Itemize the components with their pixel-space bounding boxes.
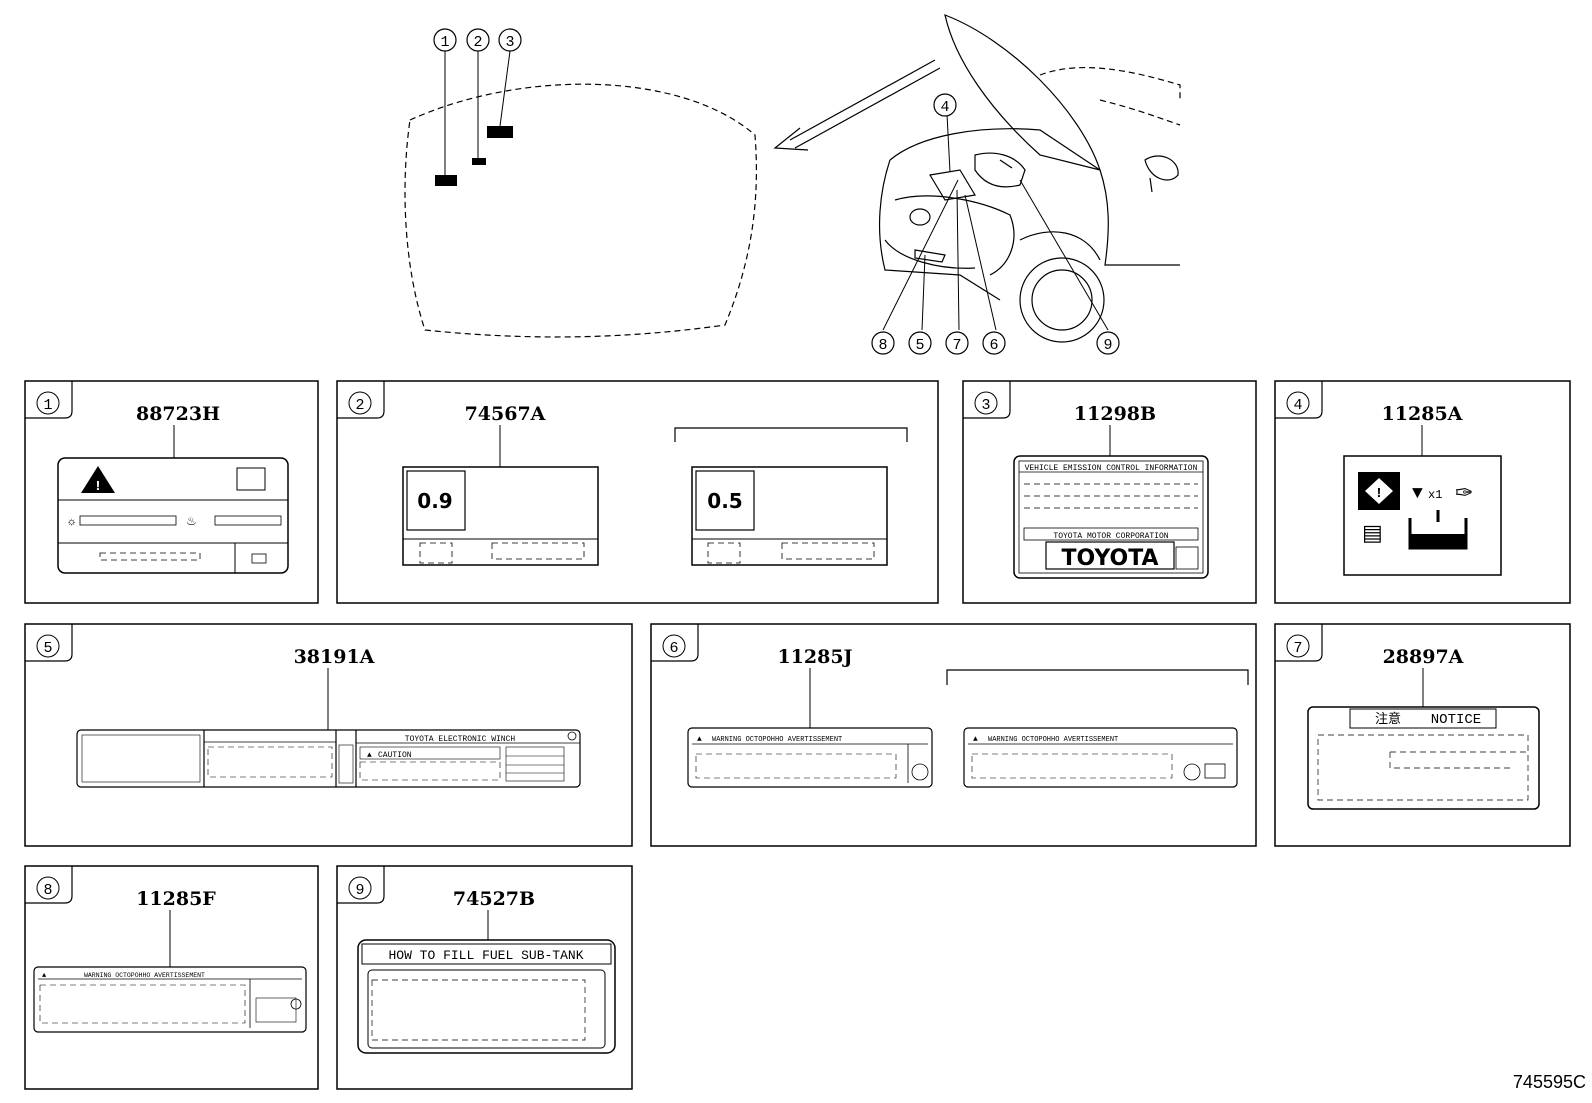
emission-header: VEHICLE EMISSION CONTROL INFORMATION: [1025, 464, 1198, 473]
hood-callout-3: 3: [498, 28, 522, 52]
maker-name: TOYOTA MOTOR CORPORATION: [1053, 532, 1168, 541]
vehicle-callout-6: 6: [982, 331, 1006, 355]
panel-7-number: 7: [1293, 640, 1302, 657]
panel-5-number: 5: [43, 640, 52, 657]
notice-title: NOTICE: [1431, 712, 1481, 728]
vehicle-callout-5: 5: [908, 331, 932, 355]
label-38191a: [76, 729, 581, 788]
panel-4-part-number: 11285A: [1382, 403, 1463, 425]
label-74567a-a: [402, 466, 599, 566]
panel-7: 7 28897A 注意 NOTICE: [1274, 623, 1571, 847]
vehicle-callout-8: 8: [871, 331, 895, 355]
panel-9-part-number: 74527B: [453, 888, 535, 910]
svg-text:3: 3: [505, 34, 514, 51]
coolant-multiplier: x1: [1428, 488, 1442, 502]
variant-bracket: [946, 669, 1249, 685]
label-11285j-b: [963, 727, 1238, 788]
label-74527b: [357, 939, 616, 1054]
svg-text:5: 5: [915, 337, 924, 354]
panel-8-number: 8: [43, 882, 52, 899]
engine-oil-icon: ♨: [186, 515, 197, 529]
vehicle-callout-9: 9: [1096, 331, 1120, 355]
panel-5-part-number: 38191A: [294, 646, 375, 668]
label-11285f: [33, 966, 307, 1033]
svg-text:1: 1: [440, 34, 449, 51]
panel-3: 3 11298B VEHICLE EMISSION CONTROL INFORM…: [962, 380, 1257, 604]
direction-arrow: [773, 59, 941, 151]
manual-icon: ▤: [1362, 522, 1383, 547]
svg-text:7: 7: [952, 337, 961, 354]
svg-text:6: 6: [989, 337, 998, 354]
panel-3-number: 3: [981, 397, 990, 414]
panel-3-part-number: 11298B: [1074, 403, 1156, 425]
warning-triangle-icon: ▲: [697, 735, 702, 744]
label-11285a: ! ▼ x1 ✑ ▤: [1343, 455, 1502, 576]
panel-4-number: 4: [1293, 397, 1302, 414]
label-28897a: [1307, 706, 1540, 810]
vehicle-illustration: [878, 14, 1181, 343]
panel-2-number: 2: [355, 397, 364, 414]
svg-text:2: 2: [473, 34, 482, 51]
svg-text:4: 4: [940, 99, 949, 116]
panel-7-part-number: 28897A: [1383, 646, 1464, 668]
panel-8: 8 11285F ▲ WARNING OCTOPOHHO AVERTISSEME…: [24, 865, 319, 1090]
panel-9-number: 9: [355, 882, 364, 899]
coolant-icon: ▼: [1412, 484, 1423, 504]
panel-1-number: 1: [43, 397, 52, 414]
hood-illustration: [404, 83, 757, 338]
panel-8-part-number: 11285F: [136, 888, 216, 910]
panel-6-part-number: 11285J: [777, 646, 852, 668]
panel-4: 4 11285A ! ▼ x1 ✑ ▤: [1274, 380, 1571, 604]
panel-6-number: 6: [669, 640, 678, 657]
vehicle-callout-7: 7: [945, 331, 969, 355]
svg-text:9: 9: [1103, 337, 1112, 354]
label-11285j-a: [687, 727, 933, 788]
warning-triangle-icon: [81, 466, 115, 493]
svg-text:!: !: [1375, 486, 1383, 502]
label-74567a-b: [691, 466, 888, 566]
hood-callout-2: 2: [466, 28, 490, 52]
winch-caution: CAUTION: [378, 751, 412, 760]
warning-text-b: WARNING OCTOPOHHO AVERTISSEMENT: [988, 736, 1118, 744]
label-value-b: 0.5: [707, 489, 742, 513]
panel-1: 1 88723H ! ☼ ♨: [24, 380, 319, 604]
warning-triangle-icon: ▲: [42, 972, 47, 980]
vehicle-callout-4: 4: [933, 93, 957, 117]
label-11298b: [1013, 455, 1209, 579]
warning-diamond-icon: [1365, 478, 1393, 504]
fuel-subtank-title: HOW TO FILL FUEL SUB-TANK: [388, 948, 583, 963]
hood-label-mark-1: [435, 175, 457, 186]
winch-title: TOYOTA ELECTRONIC WINCH: [405, 735, 516, 744]
svg-text:!: !: [94, 479, 102, 495]
warning-triangle-icon: ▲: [973, 735, 978, 744]
figure-id: 745595C: [1512, 1072, 1586, 1092]
svg-text:8: 8: [878, 337, 887, 354]
sun-icon: ☼: [68, 515, 76, 529]
pour-icon: ✑: [1455, 482, 1473, 507]
panel-2-part-number: 74567A: [465, 403, 546, 425]
warning-triangle-icon: ▲: [367, 751, 372, 760]
panel-9: 9 74527B HOW TO FILL FUEL SUB-TANK: [336, 865, 633, 1090]
hood-label-mark-3: [487, 126, 513, 138]
panel-2: 2 74567A 0.9 0.5: [336, 380, 939, 604]
panel-1-part-number: 88723H: [136, 403, 220, 425]
panel-6: 6 11285J ▲ WARNING OCTOPOHHO AVERTISSEME…: [650, 623, 1257, 847]
warning-text-a: WARNING OCTOPOHHO AVERTISSEMENT: [712, 736, 842, 744]
notice-jp: 注意: [1375, 711, 1401, 727]
variant-bracket: [674, 427, 908, 442]
panel-5: 5 38191A TOYOTA ELECTRONIC WINCH ▲ CAUTI…: [24, 623, 633, 847]
label-88723h: [57, 457, 289, 574]
label-value-a: 0.9: [417, 489, 452, 513]
hood-callout-1: 1: [433, 28, 457, 52]
hood-label-mark-2: [472, 158, 486, 165]
warning-text: WARNING OCTOPOHHO AVERTISSEMENT: [84, 972, 205, 979]
brand-name: TOYOTA: [1061, 546, 1158, 571]
